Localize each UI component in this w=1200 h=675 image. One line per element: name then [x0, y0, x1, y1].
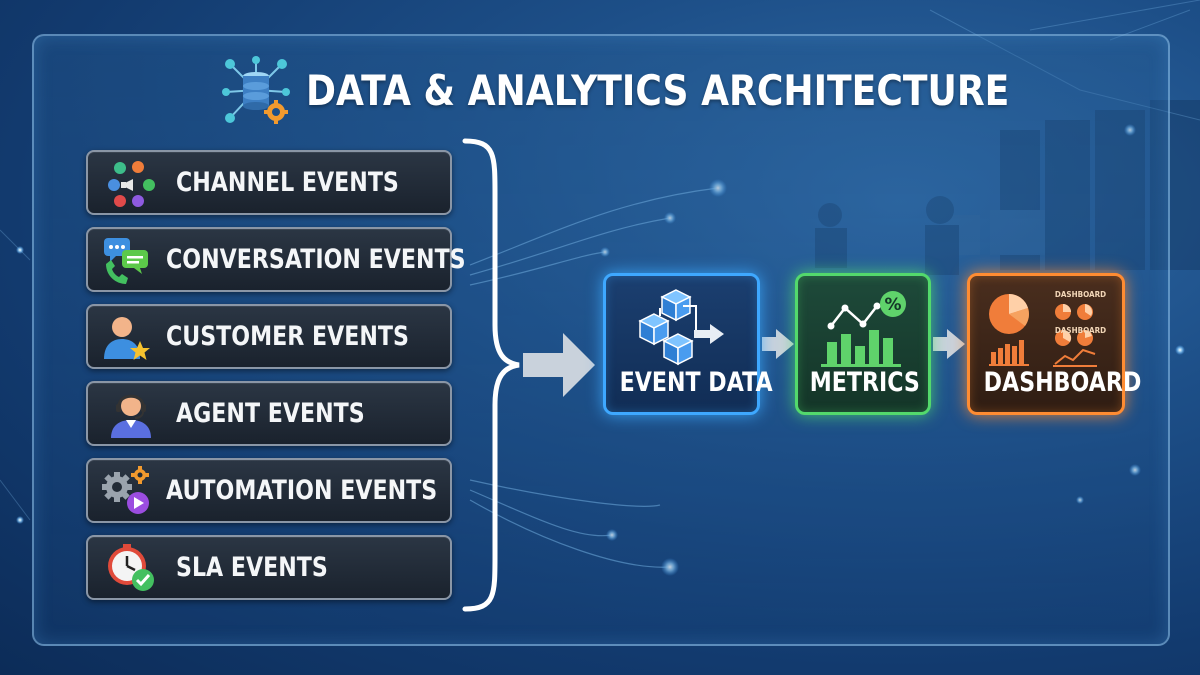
cubes-arrow-icon — [606, 286, 757, 370]
brace-and-arrow — [462, 138, 595, 612]
dashboard-charts-icon — [970, 286, 1122, 372]
event-item-agent: AGENT EVENTS — [86, 381, 452, 446]
arrow-right-icon — [762, 329, 794, 359]
agent-headset-icon — [100, 384, 162, 444]
gears-play-icon — [100, 461, 152, 521]
svg-text:%: % — [884, 295, 901, 315]
chat-bubbles-phone-icon — [100, 230, 152, 290]
event-item-sla: SLA EVENTS — [86, 535, 452, 600]
channels-icon — [100, 153, 162, 213]
node-dashboard: DASHBOARD DASHBOARD DASHBOARD — [967, 273, 1142, 415]
arrow-right-icon — [933, 329, 965, 359]
clock-check-icon — [100, 538, 162, 598]
event-label: CUSTOMER EVENTS — [166, 321, 409, 352]
node-event-data: EVENT DATA — [603, 273, 773, 415]
node-label: EVENT DATA — [619, 367, 773, 398]
node-label: DASHBOARD — [983, 367, 1142, 398]
page-title: DATA & ANALYTICS ARCHITECTURE — [306, 65, 1010, 115]
node-metrics: % METRICS — [795, 273, 931, 415]
event-item-conversation: CONVERSATION EVENTS — [86, 227, 466, 292]
event-label: AGENT EVENTS — [176, 398, 365, 429]
event-label: AUTOMATION EVENTS — [166, 475, 438, 506]
mini-dashboard-label: DASHBOARD — [1054, 326, 1107, 335]
event-label: CONVERSATION EVENTS — [166, 244, 466, 275]
user-star-icon — [100, 307, 152, 367]
event-item-automation: AUTOMATION EVENTS — [86, 458, 452, 523]
title-block: DATA & ANALYTICS ARCHITECTURE — [220, 56, 1124, 124]
mini-dashboard-label: DASHBOARD — [1054, 290, 1107, 299]
event-item-customer: CUSTOMER EVENTS — [86, 304, 452, 369]
node-label: METRICS — [809, 367, 920, 398]
database-network-gear-icon — [220, 56, 292, 124]
event-label: SLA EVENTS — [176, 552, 328, 583]
bar-chart-percent-icon: % — [798, 286, 928, 370]
arrow-right-icon — [523, 333, 595, 397]
event-label: CHANNEL EVENTS — [176, 167, 399, 198]
event-item-channel: CHANNEL EVENTS — [86, 150, 452, 215]
